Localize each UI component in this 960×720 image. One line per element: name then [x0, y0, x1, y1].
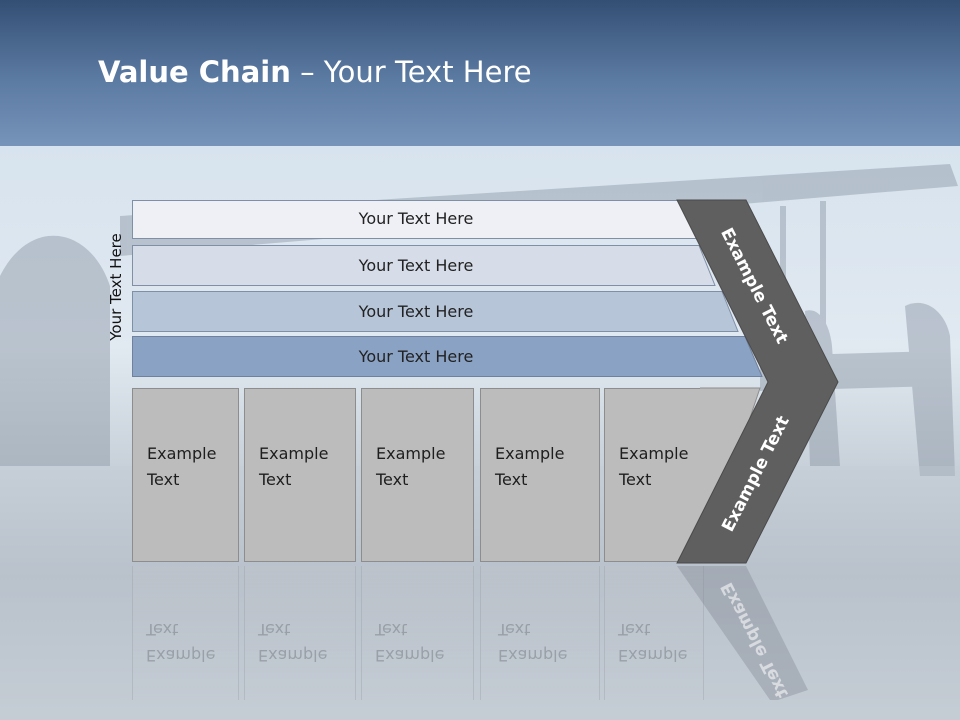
- reflection-box-3: [361, 566, 474, 700]
- activity-box-4-line2: Text: [495, 470, 528, 489]
- band-2-shape: [132, 245, 716, 286]
- activity-box-1: Example Text: [132, 388, 239, 562]
- band-2-label: Your Text Here: [358, 256, 474, 275]
- activity-box-5: Example Text: [604, 388, 704, 562]
- reflection-box-1: [132, 566, 239, 700]
- band-3-label: Your Text Here: [358, 302, 474, 321]
- activity-box-1-line2: Text: [147, 470, 180, 489]
- activity-box-2: Example Text: [244, 388, 356, 562]
- band-3-shape: [132, 291, 739, 332]
- activity-box-2-line1: Example: [259, 444, 329, 463]
- page-title: Value Chain – Your Text Here: [98, 55, 532, 89]
- activity-box-3: Example Text: [361, 388, 474, 562]
- title-rest: – Your Text Here: [290, 55, 532, 89]
- activity-box-2-line2: Text: [259, 470, 292, 489]
- activity-box-3-line1: Example: [376, 444, 446, 463]
- reflection-box-5: [604, 566, 704, 700]
- activity-box-1-line1: Example: [147, 444, 217, 463]
- reflection-box-2: [244, 566, 356, 700]
- band-4-shape: [132, 336, 763, 377]
- activity-box-5-line1: Example: [619, 444, 689, 463]
- activity-box-5-line2: Text: [619, 470, 652, 489]
- activity-box-3-line2: Text: [376, 470, 409, 489]
- activity-box-4: Example Text: [480, 388, 600, 562]
- title-bar: [0, 0, 960, 146]
- activity-box-4-line1: Example: [495, 444, 565, 463]
- band-4-label: Your Text Here: [358, 347, 474, 366]
- title-bold: Value Chain: [98, 55, 291, 89]
- band-1-label: Your Text Here: [358, 209, 474, 228]
- reflection-box-4: [480, 566, 600, 700]
